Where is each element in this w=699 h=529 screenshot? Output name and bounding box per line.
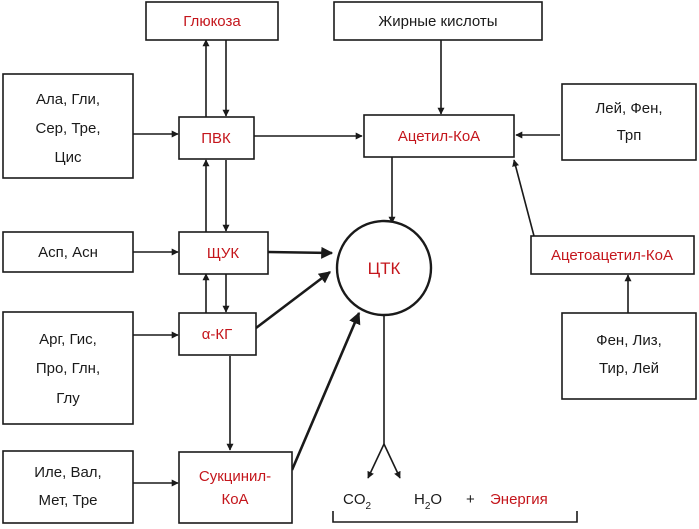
aa-acetoacetyl-line-2: Тир, Лей: [599, 360, 659, 377]
aa-pvk-line-3: Цис: [55, 149, 82, 166]
acetyl-coa-label: Ацетил-КоА: [398, 128, 480, 145]
aa-pvk-line-1: Ала, Гли,: [36, 91, 100, 108]
arrow-schuk-to-tca: [267, 246, 334, 259]
plus-sign: +: [466, 491, 475, 508]
arrow-to-h2o: [383, 443, 401, 479]
pvk-label: ПВК: [201, 130, 231, 147]
schuk-label: ЩУК: [207, 245, 240, 262]
products-bracket: [332, 511, 578, 523]
node-pvk: ПВК: [178, 116, 255, 160]
aa-acetoacetyl-line-1: Фен, Лиз,: [596, 332, 662, 349]
node-tca: ЦТК: [335, 219, 433, 317]
node-glucose: Глюкоза: [145, 1, 279, 41]
acetoacetyl-coa-label: Ацетоацетил-КоА: [551, 247, 673, 264]
aa-acetyl-line-1: Лей, Фен,: [595, 100, 662, 117]
arrow-acetoacetyl-to-acetyl: [512, 159, 535, 237]
node-schuk: ЩУК: [178, 231, 269, 275]
edges: [133, 39, 632, 523]
tca-label: ЦТК: [368, 259, 401, 278]
node-aa-pvk: Ала, Гли, Сер, Тре, Цис: [2, 73, 134, 179]
arrow-succinyl-to-tca: [290, 311, 361, 471]
co2-label: CO2: [343, 491, 372, 512]
node-aa-akg: Арг, Гис, Про, Глн, Глу: [2, 311, 134, 425]
arrow-akg-to-tca: [255, 270, 331, 330]
node-acetoacetyl-coa: Ацетоацетил-КоА: [530, 235, 695, 275]
aa-akg-line-1: Арг, Гис,: [39, 331, 97, 348]
glucose-label: Глюкоза: [183, 13, 241, 30]
energy-label: Энергия: [490, 491, 548, 508]
node-aa-acetoacetyl: Фен, Лиз, Тир, Лей: [561, 312, 697, 400]
node-aa-succinyl: Иле, Вал, Мет, Тре: [2, 450, 134, 524]
h2o-label: H2O: [414, 491, 442, 512]
node-acetyl-coa: Ацетил-КоА: [363, 114, 515, 158]
aa-acetyl-line-2: Трп: [617, 127, 642, 144]
node-aa-acetyl: Лей, Фен, Трп: [561, 83, 697, 161]
aa-succinyl-line-2: Мет, Тре: [38, 492, 97, 509]
products: CO2 H2O + Энергия: [343, 491, 548, 512]
succinyl-coa-line-1: Сукцинил-: [199, 468, 271, 485]
aa-akg-line-3: Глу: [56, 390, 80, 407]
arrow-to-co2: [367, 443, 385, 479]
node-succinyl-coa: Сукцинил- КоА: [178, 451, 293, 524]
aa-pvk-line-2: Сер, Тре,: [35, 120, 100, 137]
aa-succinyl-line-1: Иле, Вал,: [34, 464, 101, 481]
fatty-acids-label: Жирные кислоты: [378, 13, 497, 30]
node-aa-schuk: Асп, Асн: [2, 231, 134, 273]
akg-label: α-КГ: [202, 326, 233, 343]
node-fatty-acids: Жирные кислоты: [333, 1, 543, 41]
aa-akg-line-2: Про, Глн,: [36, 360, 100, 377]
node-akg: α-КГ: [178, 312, 257, 356]
succinyl-coa-line-2: КоА: [221, 491, 248, 508]
aa-schuk-line-1: Асп, Асн: [38, 244, 98, 261]
